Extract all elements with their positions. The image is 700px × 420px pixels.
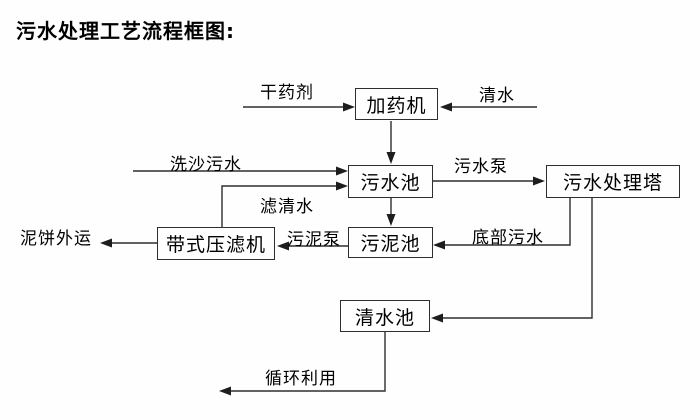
node-belt-filter-press: 带式压滤机 [157,227,275,260]
arrow-tower-to-clean-head [431,313,443,323]
arrow-dry-chemical-head [343,102,355,112]
arrow-recycle-line [230,332,386,392]
arrow-tower-to-clean-line [442,198,593,319]
edge-label-recycle: 循环利用 [265,369,337,389]
arrow-sludge-pump-head [277,241,289,251]
node-sewage-treatment-tower: 污水处理塔 [546,165,680,198]
arrow-mud-cake-head [100,238,112,248]
node-dosing-machine: 加药机 [355,88,438,120]
edge-label-bottom-sewage: 底部污水 [472,228,544,248]
arrow-dosing-to-sewage-head [386,152,396,164]
edge-label-sludge-pump: 污泥泵 [287,230,341,250]
arrow-filtered-water-head [336,181,348,191]
node-sludge-pool: 污泥池 [348,227,433,258]
edge-label-filtered-water: 滤清水 [260,197,314,217]
edge-label-mud-cake-out: 泥饼外运 [20,229,92,249]
node-clean-water-pool: 清水池 [340,300,430,332]
arrow-recycle-head [219,386,231,396]
edge-label-sand-washing-sewage: 洗沙污水 [170,155,242,175]
arrow-filtered-water-line [221,185,337,227]
arrow-bottom-sewage-line [444,198,571,246]
edge-label-clean-water: 清水 [479,86,515,106]
node-sewage-pool: 污水池 [348,165,433,198]
page-title: 污水处理工艺流程框图: [16,19,235,43]
edge-label-dry-chemical: 干药剂 [260,83,314,103]
arrow-bottom-sewage-head [433,240,445,250]
arrow-sewage-pump-head [533,176,545,186]
arrow-clean-water-head [440,102,452,112]
arrow-sand-washing-head [336,166,348,176]
edge-label-sewage-pump: 污水泵 [454,157,508,177]
arrow-sewage-to-sludge-head [386,214,396,226]
